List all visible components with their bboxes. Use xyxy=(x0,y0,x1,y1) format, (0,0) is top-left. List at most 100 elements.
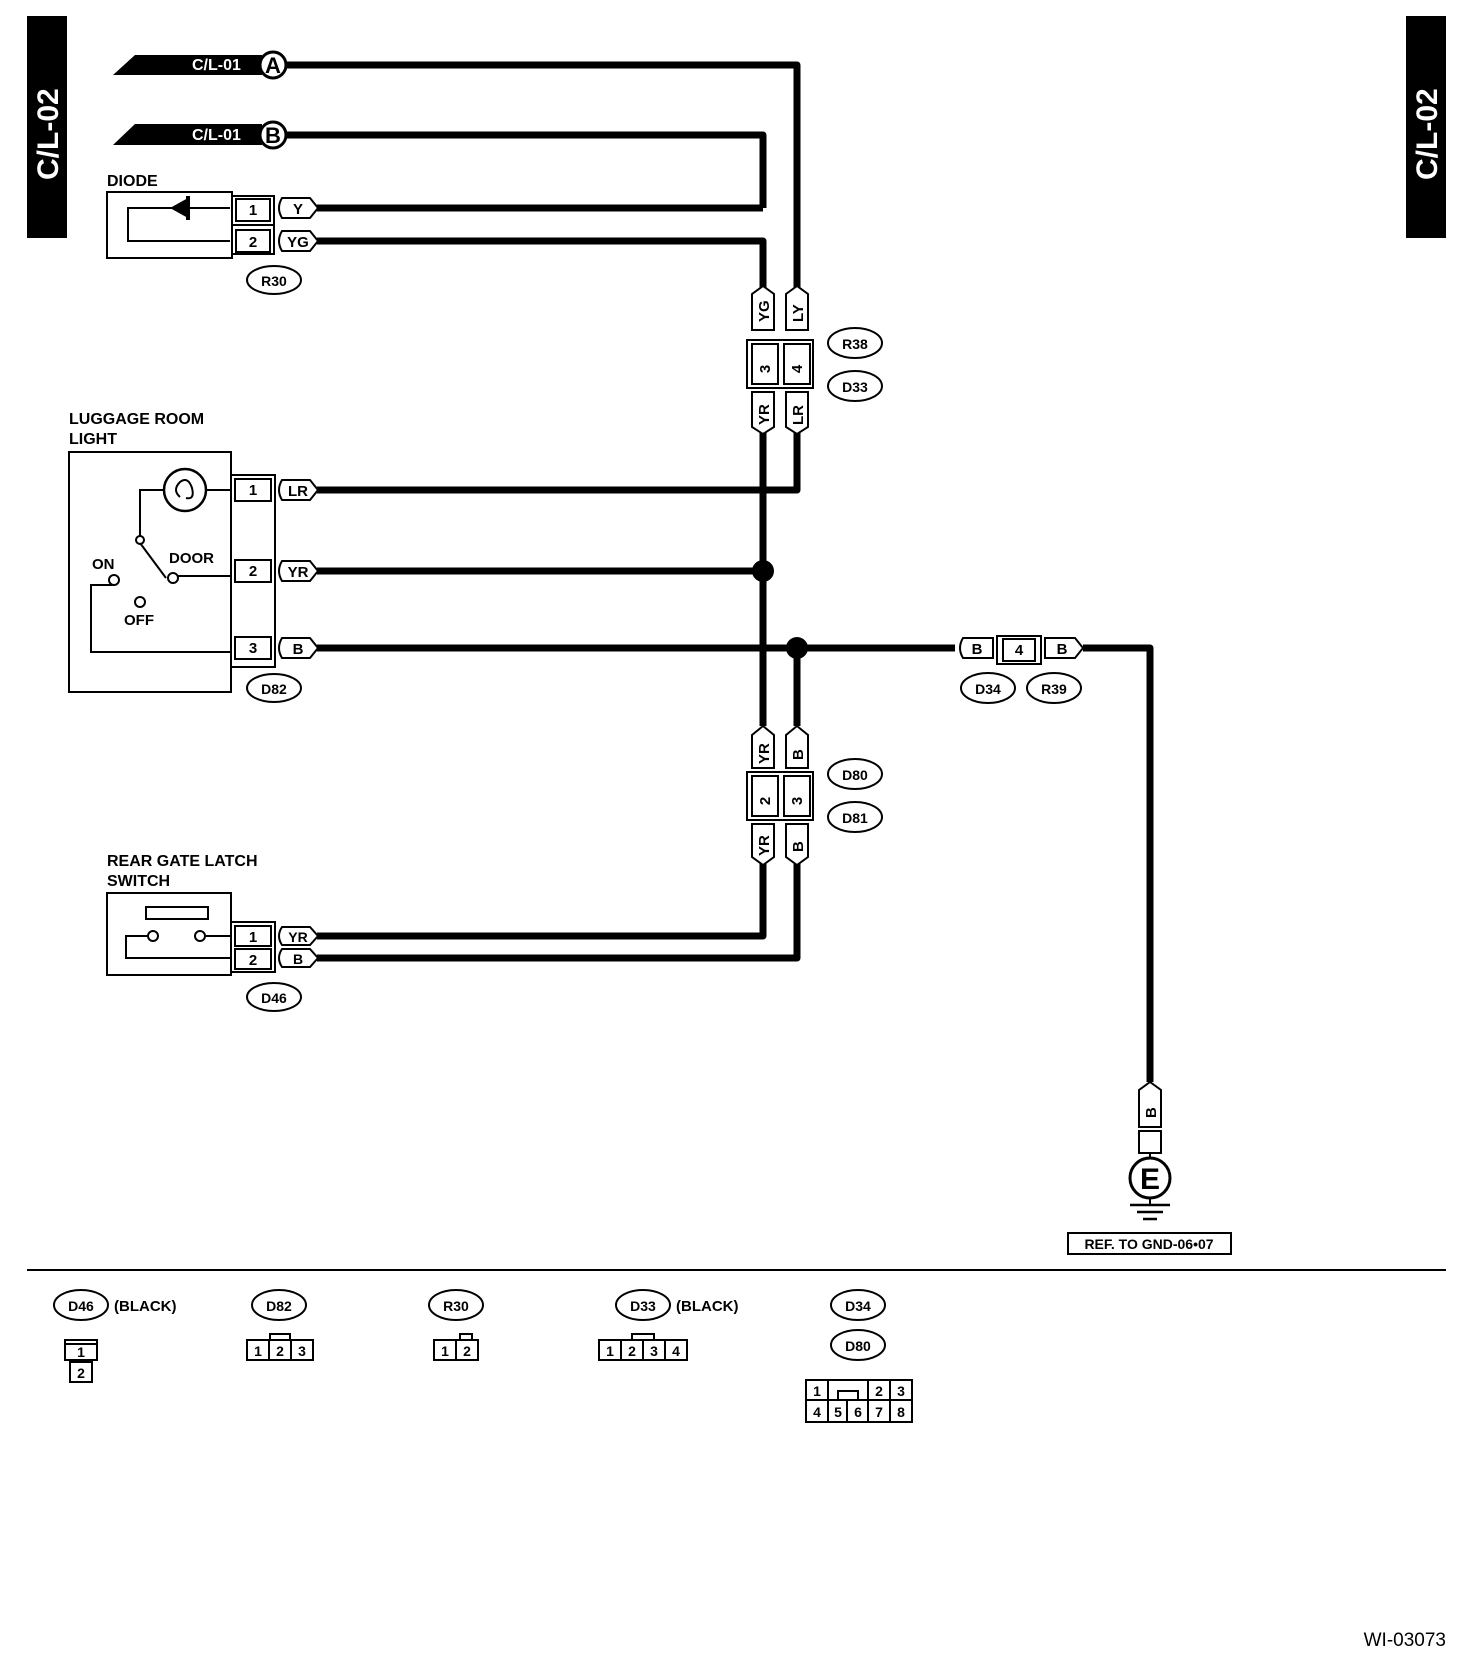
latch-connector-d46: D46 xyxy=(261,990,287,1006)
splice-b xyxy=(786,637,808,659)
d80-pin-2: 2 xyxy=(757,797,774,805)
legend-d34-pin-4: 4 xyxy=(813,1404,821,1420)
light-pin-3: 3 xyxy=(249,640,257,657)
light-wire-yr: YR xyxy=(288,564,309,581)
latch-wire-b: B xyxy=(293,951,303,967)
junction-d80-d81: YR B 2 3 YR B D80 D81 xyxy=(746,724,883,867)
splice-yr xyxy=(752,560,774,582)
diode-pin-2: 2 xyxy=(249,234,257,251)
d33-lower-wire-lr: LR xyxy=(790,405,807,425)
lamp-icon xyxy=(162,467,208,513)
junction-d34-r39: B 4 B D34 R39 xyxy=(959,635,1085,704)
d80-upper-wire-b: B xyxy=(790,749,807,760)
latch-title-2: SWITCH xyxy=(107,873,170,890)
legend-d82-pin-1: 1 xyxy=(254,1343,262,1359)
latch-wire-yr: YR xyxy=(288,929,307,945)
diode-symbol-icon xyxy=(170,198,188,218)
junction-label-r39: R39 xyxy=(1041,681,1067,697)
legend-d34-pin-8: 8 xyxy=(897,1404,905,1420)
light-connector-d82: D82 xyxy=(261,681,287,697)
r38-upper-wire-ly: LY xyxy=(790,304,807,322)
legend-d34-id: D34 xyxy=(845,1298,871,1314)
legend-d82-pin-3: 3 xyxy=(298,1343,306,1359)
diode-component: DIODE 1 2 Y YG R30 xyxy=(106,173,320,295)
legend-d46-color: (BLACK) xyxy=(114,1298,176,1315)
ground-symbol: E xyxy=(1140,1163,1160,1196)
junction-label-d80: D80 xyxy=(842,767,868,783)
legend-d46-pin-2: 2 xyxy=(77,1365,85,1381)
ref-flag-b-letter: B xyxy=(265,123,281,148)
junction-label-d33: D33 xyxy=(842,379,868,395)
r38-upper-wire-yg: YG xyxy=(756,300,773,322)
latch-pin-1: 1 xyxy=(249,929,257,946)
legend-d34-pin-3: 3 xyxy=(897,1383,905,1399)
d34-pin-4: 4 xyxy=(1015,642,1024,659)
light-pin-1: 1 xyxy=(249,482,257,499)
ref-flag-a: C/L-01 A xyxy=(113,50,288,80)
switch-off-label: OFF xyxy=(124,612,154,629)
d80-pin-3: 3 xyxy=(789,797,806,805)
legend-r30-pin-2: 2 xyxy=(463,1343,471,1359)
legend-d80-id: D80 xyxy=(845,1338,871,1354)
legend-d33-pin-3: 3 xyxy=(650,1343,658,1359)
light-pin-2: 2 xyxy=(249,563,257,580)
legend-d34-d80: D34 D80 1 2 3 4 5 6 7 8 xyxy=(805,1289,913,1423)
wires xyxy=(286,61,1154,1082)
figure-id: WI-03073 xyxy=(1364,1630,1446,1651)
junction-label-d81: D81 xyxy=(842,810,868,826)
r38-pin-3: 3 xyxy=(757,365,774,373)
legend-r30-pin-1: 1 xyxy=(441,1343,449,1359)
diode-title: DIODE xyxy=(107,173,158,190)
latch-pin-2: 2 xyxy=(249,952,257,969)
legend-r30: R30 1 2 xyxy=(428,1289,484,1361)
side-tab-right: C/L-02 xyxy=(1406,16,1446,238)
ref-flag-a-letter: A xyxy=(265,53,281,78)
d81-lower-wire-yr: YR xyxy=(756,835,773,856)
d81-lower-wire-b: B xyxy=(790,841,807,852)
legend-d82-id: D82 xyxy=(266,1298,292,1314)
legend-d33-pin-1: 1 xyxy=(606,1343,614,1359)
side-tab-left: C/L-02 xyxy=(27,16,67,238)
legend-d46-id: D46 xyxy=(68,1298,94,1314)
latch-title-1: REAR GATE LATCH xyxy=(107,853,258,870)
light-wire-b: B xyxy=(293,641,304,658)
diode-wire-yg: YG xyxy=(287,234,309,251)
legend-r30-id: R30 xyxy=(443,1298,469,1314)
diode-connector-r30: R30 xyxy=(261,273,287,289)
legend-d82-pin-2: 2 xyxy=(276,1343,284,1359)
legend-d33-color: (BLACK) xyxy=(676,1298,738,1315)
ref-flag-a-label: C/L-01 xyxy=(192,57,241,74)
ground-ref: REF. TO GND-06•07 xyxy=(1084,1236,1213,1252)
junction-r38-d33: YG LY 3 4 YR LR R38 D33 xyxy=(746,284,883,436)
ref-flag-b-label: C/L-01 xyxy=(192,127,241,144)
switch-on-label: ON xyxy=(92,556,115,573)
legend-d34-pin-1: 1 xyxy=(813,1383,821,1399)
side-tab-left-label: C/L-02 xyxy=(32,88,65,180)
ground-wire-b: B xyxy=(1143,1107,1160,1118)
switch-door-label: DOOR xyxy=(169,550,214,567)
legend-d33-pin-2: 2 xyxy=(628,1343,636,1359)
legend-d33-pin-4: 4 xyxy=(672,1343,680,1359)
r38-pin-4: 4 xyxy=(789,364,806,373)
legend-d34-pin-6: 6 xyxy=(854,1404,862,1420)
luggage-title-2: LIGHT xyxy=(69,431,117,448)
legend-d34-pin-7: 7 xyxy=(875,1404,883,1420)
legend-d82: D82 1 2 3 xyxy=(246,1289,314,1361)
luggage-title-1: LUGGAGE ROOM xyxy=(69,411,204,428)
side-tab-right-label: C/L-02 xyxy=(1411,88,1444,180)
legend-d46-pin-1: 1 xyxy=(77,1344,85,1360)
ground-point: B E REF. TO GND-06•07 xyxy=(1067,1080,1232,1255)
connector-legend: D46 (BLACK) 1 2 D82 1 2 3 R30 1 2 xyxy=(53,1289,913,1423)
rear-gate-latch-switch-component: REAR GATE LATCH SWITCH 1 2 YR B D46 xyxy=(106,853,320,1012)
diode-wire-y: Y xyxy=(293,201,303,218)
legend-d46: D46 (BLACK) 1 2 xyxy=(53,1289,176,1383)
diode-pin-1: 1 xyxy=(249,202,257,219)
legend-d33: D33 (BLACK) 1 2 3 4 xyxy=(598,1289,738,1361)
ref-flag-b: C/L-01 B xyxy=(113,120,288,150)
junction-label-d34: D34 xyxy=(975,681,1001,697)
junction-label-r38: R38 xyxy=(842,336,868,352)
d80-upper-wire-yr: YR xyxy=(756,743,773,764)
light-wire-lr: LR xyxy=(288,483,308,500)
d33-lower-wire-yr: YR xyxy=(756,404,773,425)
r39-wire-b: B xyxy=(1057,641,1068,658)
